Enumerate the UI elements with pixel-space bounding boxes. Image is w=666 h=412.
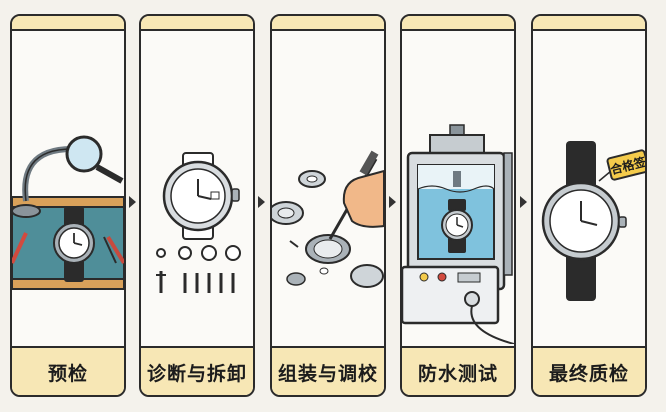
step-panel-final-qc: 合格签 最终质检 xyxy=(531,14,647,397)
step-label: 最终质检 xyxy=(533,346,645,395)
step-panel-assembly: 组装与调校 xyxy=(270,14,386,397)
step-panel-waterproof: 防水测试 xyxy=(400,14,516,397)
step-panel-disassembly: 诊断与拆卸 xyxy=(139,14,255,397)
flow-arrow xyxy=(258,196,265,208)
screwdriver-assembly-icon xyxy=(272,150,384,288)
step-panel-inspection: 预检 xyxy=(10,14,126,397)
step-label: 诊断与拆卸 xyxy=(141,346,253,395)
flow-arrow xyxy=(129,196,136,208)
step-label: 防水测试 xyxy=(402,346,514,395)
step-label: 预检 xyxy=(12,346,124,395)
disassembled-parts-icon xyxy=(156,152,241,293)
magnifier-inspection-icon xyxy=(12,135,124,290)
flow-arrow xyxy=(520,196,527,208)
step-label: 组装与调校 xyxy=(272,346,384,395)
water-tank-icon xyxy=(402,124,514,344)
flow-arrow xyxy=(389,196,396,208)
quality-pass-icon: 合格签 xyxy=(541,141,645,301)
